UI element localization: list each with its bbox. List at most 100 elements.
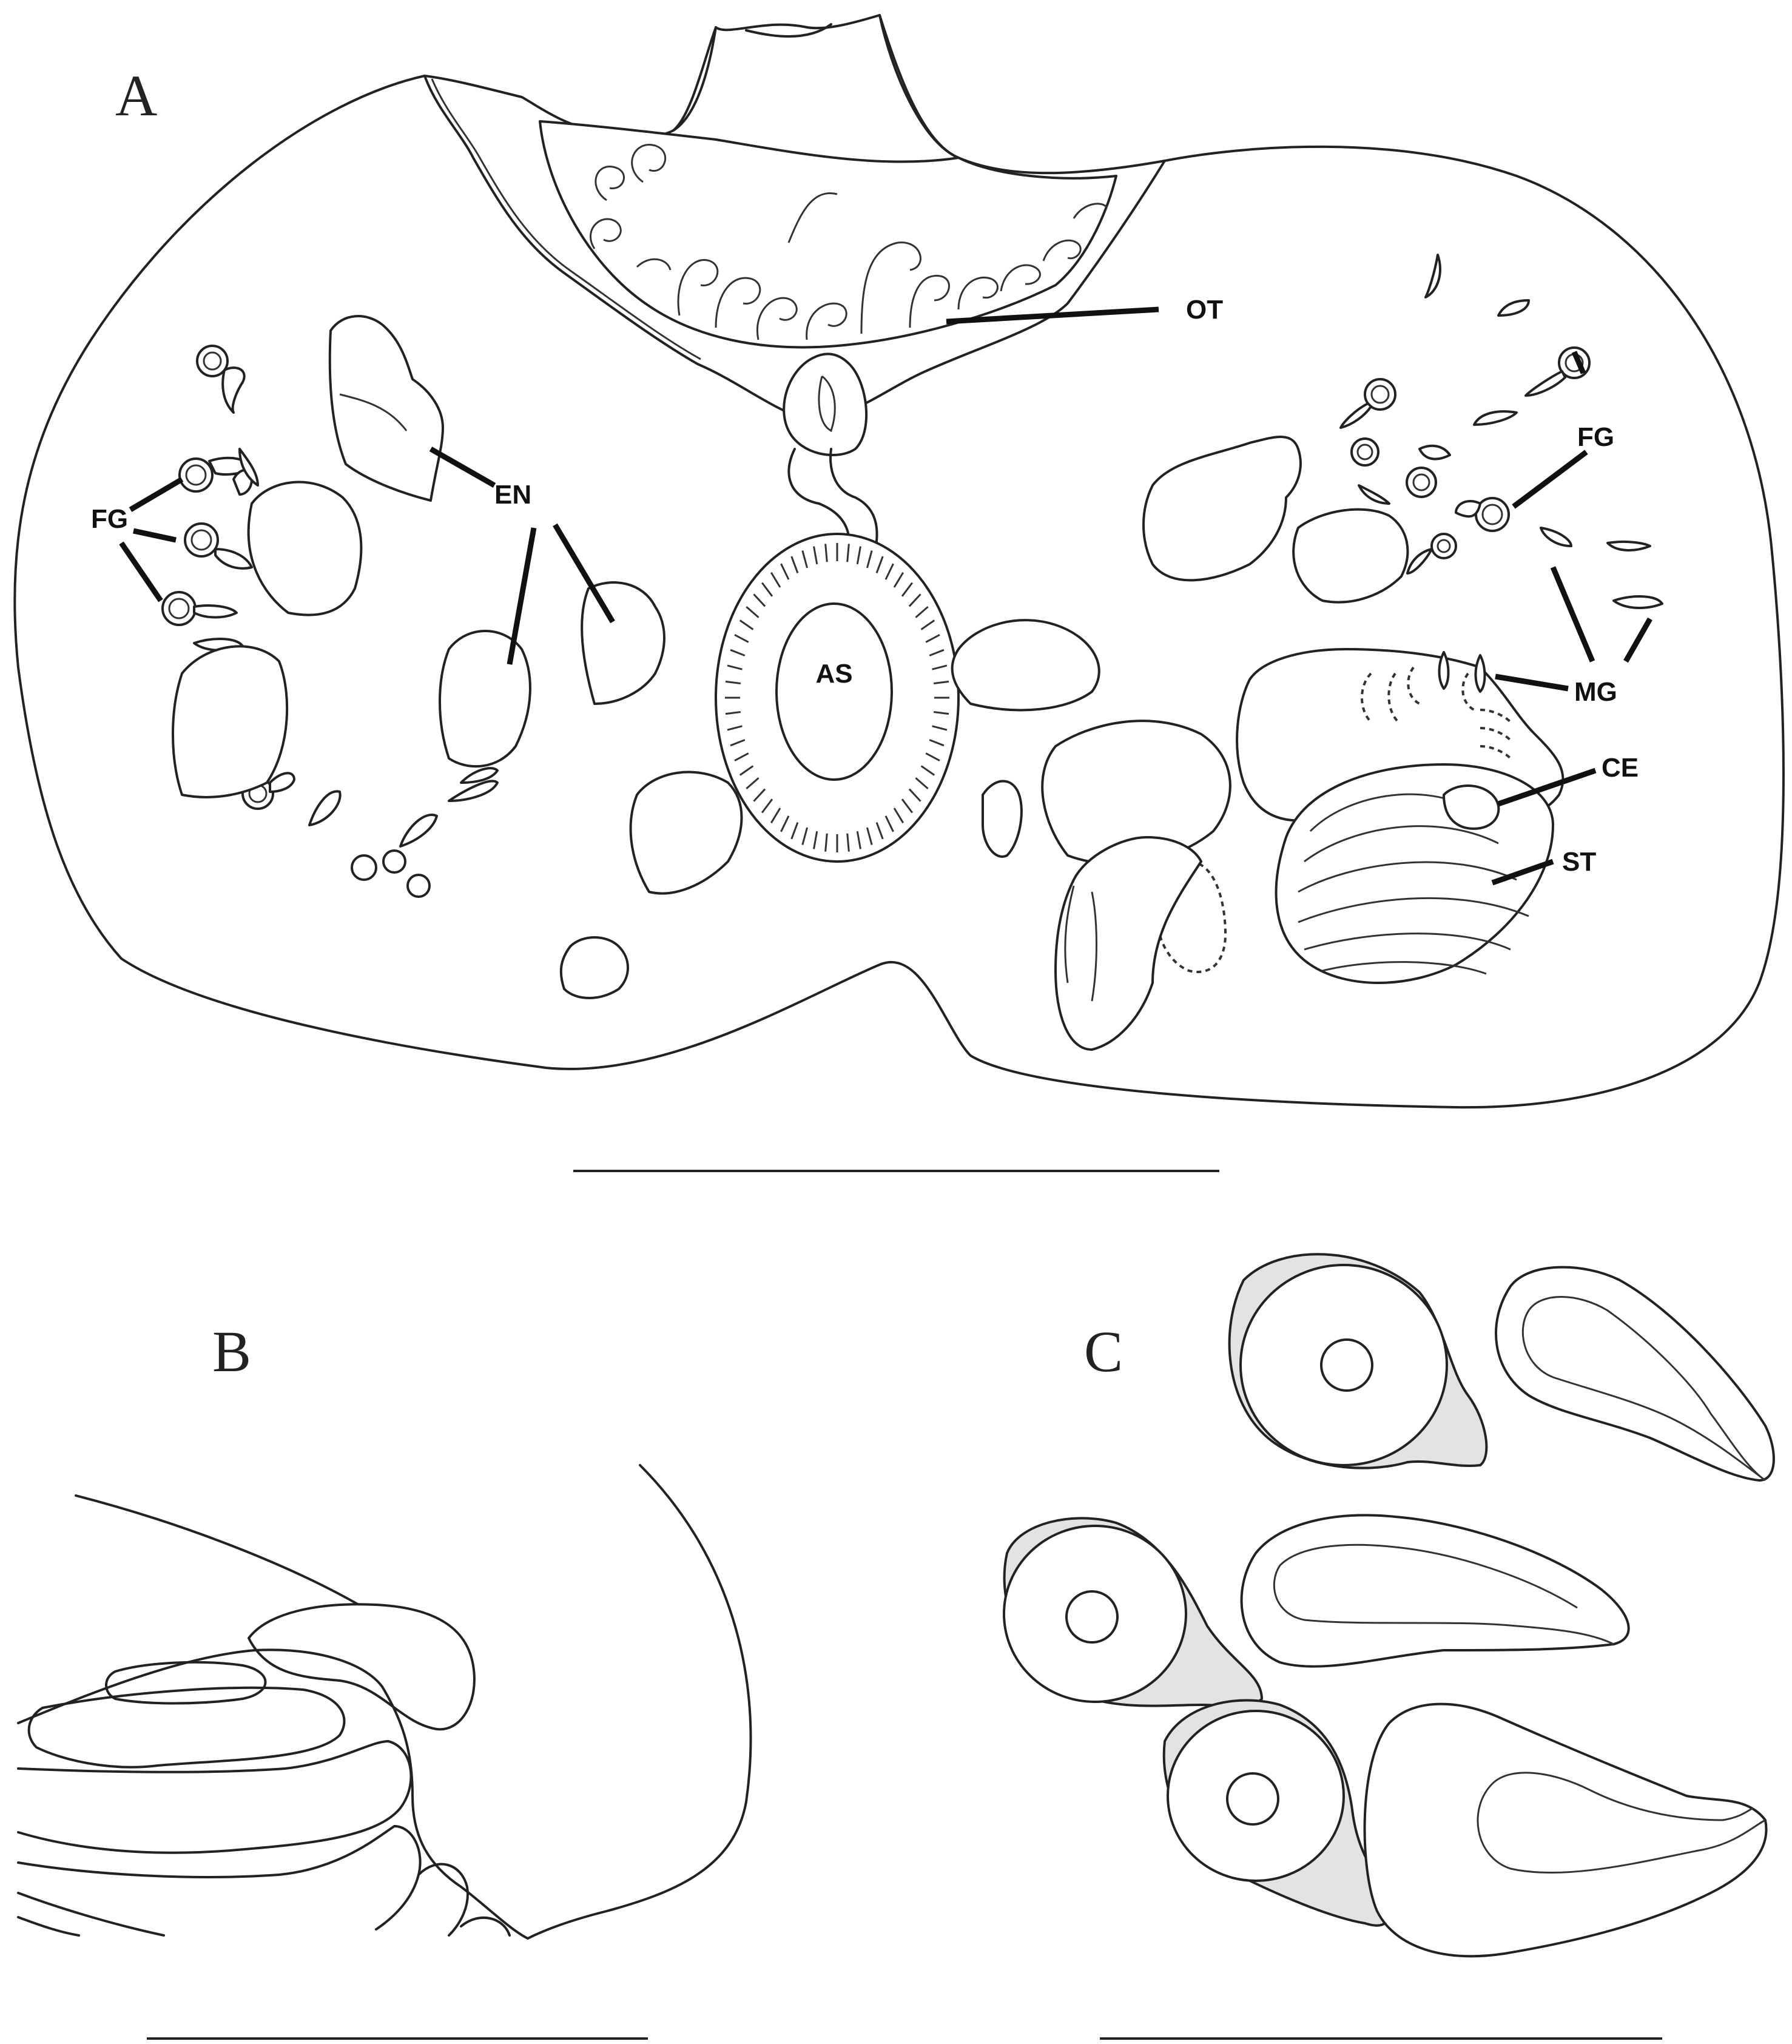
axial-sinus-tick <box>725 680 741 684</box>
section-body-outline <box>13 14 1785 1109</box>
axial-sinus-tick <box>734 752 749 762</box>
axial-sinus-tick <box>739 619 754 630</box>
axial-sinus-tick <box>884 563 894 580</box>
lamella-4-b <box>17 1825 422 1931</box>
right-upper-block-2 <box>1292 508 1409 604</box>
panel-b-letter: B <box>212 1319 251 1384</box>
panel-a-letter: A <box>115 63 157 128</box>
lamella-2-b <box>27 1686 346 1769</box>
endoderm-block-8 <box>951 619 1100 712</box>
mouth-funnel <box>672 14 960 159</box>
axial-sinus-tick <box>770 808 781 824</box>
body-edge-upper <box>75 1494 365 1609</box>
lamella-6-b <box>417 1863 469 1937</box>
ce-lobe <box>1443 784 1500 830</box>
oral-cavity-inner-line <box>431 78 701 360</box>
axial-sinus-inner <box>775 602 893 781</box>
endoderm-block-10 <box>1041 720 1231 866</box>
stomach-outline-b <box>17 1648 529 1940</box>
axial-sinus-tick <box>846 544 850 562</box>
mg-gonad-small <box>1438 651 1486 693</box>
endoderm-block-4 <box>439 630 531 768</box>
axial-sinus-tick <box>780 815 790 832</box>
axial-sinus-tick <box>884 815 894 832</box>
axial-sinus-tick <box>875 822 884 840</box>
axial-sinus-tick <box>753 788 766 802</box>
axial-sinus-tick <box>929 739 945 747</box>
axial-sinus-tick <box>893 808 904 824</box>
gonad-1-partner <box>1495 1266 1775 1482</box>
axial-sinus-tick <box>730 739 746 747</box>
axial-sinus-tick <box>790 822 799 840</box>
axial-sinus-tick <box>915 605 929 618</box>
axial-sinus-tick <box>801 550 809 568</box>
axial-sinus-tick <box>813 546 818 565</box>
axial-sinus-tick <box>856 831 861 849</box>
axial-sinus-tick <box>790 556 799 573</box>
axial-sinus-tick <box>893 572 904 588</box>
axial-sinus-tick <box>761 798 773 814</box>
axial-sinus-tick <box>925 752 940 762</box>
axial-sinus-tick <box>933 680 949 684</box>
endoderm-block-1 <box>328 315 444 502</box>
endoderm-block-5 <box>581 581 665 705</box>
endoderm-block-3 <box>172 645 289 798</box>
label-ce: CE <box>1602 753 1639 783</box>
right-upper-block-1 <box>1142 436 1302 582</box>
oral-cavity-outline <box>423 75 1166 420</box>
axial-sinus-tick <box>813 831 818 849</box>
mg-dashed-gonads <box>1361 666 1512 760</box>
lamella-3-b <box>17 1740 413 1854</box>
oral-tentacles <box>590 144 1108 340</box>
axial-sinus-tick <box>901 798 913 814</box>
label-fg-left: FG <box>91 504 128 534</box>
axial-sinus-tick <box>727 725 743 731</box>
pharynx-lobe <box>783 352 868 456</box>
axial-sinus-tick <box>801 827 809 845</box>
gonad-1-nucleus <box>1320 1338 1373 1392</box>
endoderm-block-2 <box>247 481 363 616</box>
axial-sinus-tick <box>932 664 948 670</box>
panel-c-letter: C <box>1084 1319 1123 1384</box>
axial-sinus-tick <box>929 649 945 656</box>
axial-sinus-tick <box>730 649 746 656</box>
axial-sinus-tick <box>761 582 773 597</box>
endoderm-block-9 <box>982 780 1023 858</box>
panel-a: A <box>13 14 1785 1172</box>
panel-b: B <box>17 1319 752 2040</box>
axial-sinus-tick <box>915 777 929 790</box>
gonad-3-partner <box>1363 1702 1768 1958</box>
right-gonad-group <box>1339 254 1663 609</box>
leader-lines <box>119 306 1652 886</box>
axial-sinus-tick <box>908 593 921 607</box>
gonad-3-nucleus <box>1226 1772 1279 1826</box>
left-gonad-group <box>161 345 499 898</box>
body-edge-right <box>527 1464 752 1940</box>
ruffled-lobe <box>1054 836 1202 1051</box>
axial-sinus-tick <box>920 765 935 776</box>
axial-sinus-tick <box>746 605 760 618</box>
axial-sinus-tick <box>770 572 781 588</box>
axial-sinus-tick <box>933 711 949 715</box>
ce-lobe-b <box>248 1603 476 1731</box>
axial-sinus-ticks <box>725 543 949 852</box>
label-fg-right: FG <box>1577 422 1614 452</box>
axial-sinus-tick <box>856 546 861 565</box>
label-as: AS <box>815 659 852 689</box>
axial-sinus-tick <box>920 619 935 630</box>
label-st: ST <box>1562 847 1596 877</box>
axial-sinus-tick <box>725 711 741 715</box>
gonad-2-partner <box>1240 1514 1630 1668</box>
lamella-1-b <box>105 1661 267 1705</box>
axial-sinus-tick <box>866 550 873 568</box>
axial-sinus-tick <box>727 664 743 670</box>
label-en: EN <box>494 480 531 510</box>
lamella-7-b <box>460 1916 511 1937</box>
axial-sinus-tick <box>739 765 754 776</box>
axial-sinus-tick <box>908 788 921 802</box>
axial-sinus-tick <box>824 544 828 562</box>
lamella-5-b <box>17 1892 165 1937</box>
label-ot: OT <box>1186 295 1223 325</box>
endoderm-block-6 <box>559 936 629 999</box>
